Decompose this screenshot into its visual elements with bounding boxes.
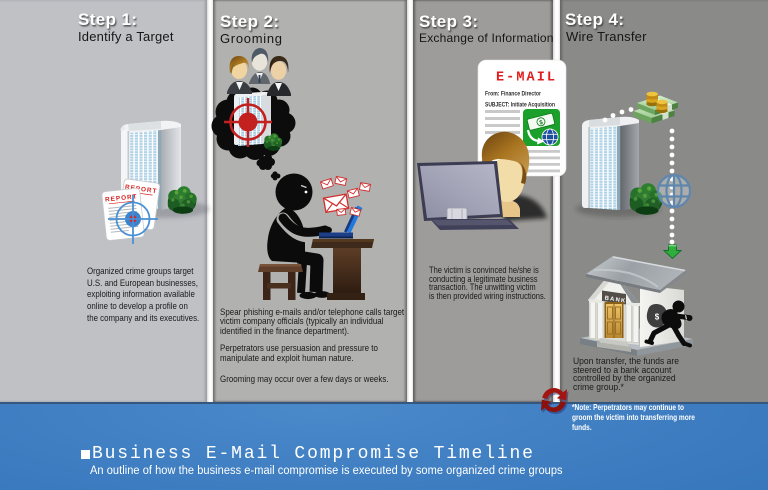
svg-text:REPORT: REPORT <box>105 193 138 203</box>
svg-text:SUBJECT: Initiate Acquisition: SUBJECT: Initiate Acquisition <box>485 102 555 109</box>
svg-text:$: $ <box>539 120 544 127</box>
svg-text:$: $ <box>655 313 660 322</box>
svg-text:From: Finance Director: From: Finance Director <box>485 91 541 98</box>
svg-text:REPORT: REPORT <box>125 184 158 195</box>
svg-text:BANK: BANK <box>604 296 627 305</box>
